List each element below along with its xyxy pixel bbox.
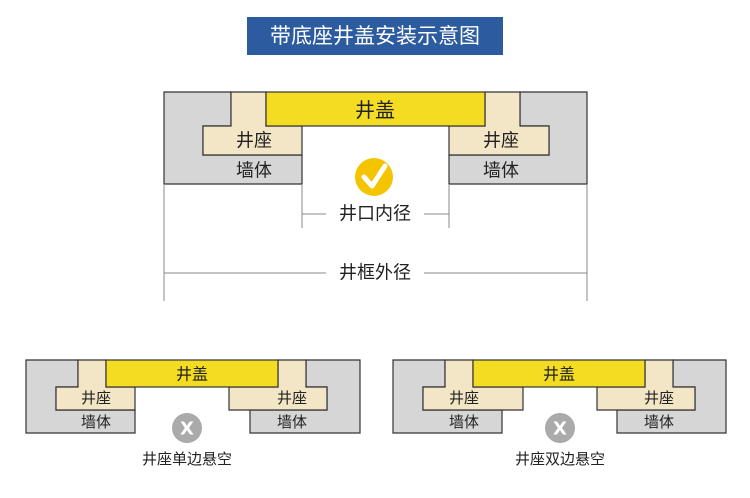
left-wall-label: 墙体 [236,161,272,182]
seat-label: 井座 [644,389,674,407]
right-seat-label: 井座 [483,131,519,152]
double-side-hanging-diagram: 井盖 井座 墙体 井座 墙体 X 井座双边悬空 [392,359,727,468]
outer-diameter-label: 井框外径 [339,263,411,284]
check-icon [355,158,393,196]
inner-diameter-dimension: 井口内径 [301,184,450,228]
wall-label: 墙体 [644,413,674,431]
seat-label: 井座 [277,389,307,407]
lid-label: 井盖 [176,365,208,384]
seat-label: 井座 [81,389,111,407]
single-side-hanging-diagram: 井盖 井座 墙体 井座 墙体 X 井座单边悬空 [25,359,361,468]
inner-diameter-label: 井口内径 [339,204,411,225]
wall-label: 墙体 [277,413,307,431]
x-icon: X [172,413,202,443]
svg-text:X: X [553,419,567,440]
caption: 井座双边悬空 [515,450,605,468]
manhole-lid [265,91,486,127]
right-wall-label: 墙体 [483,161,519,182]
outer-diameter-dimension: 井框外径 [163,184,588,301]
x-icon: X [545,413,575,443]
svg-text:X: X [180,419,194,440]
seat-label: 井座 [449,389,479,407]
wall-label: 墙体 [81,413,111,431]
caption: 井座单边悬空 [142,450,232,468]
wall-label: 墙体 [449,413,479,431]
main-diagram: 井盖 井座 墙体 井座 墙体 井口内径 井框外径 [163,91,588,301]
lid-label: 井盖 [543,365,575,384]
diagram-title: 带底座井盖安装示意图 [247,17,503,55]
left-seat-label: 井座 [236,131,272,152]
lid-label: 井盖 [355,98,395,122]
